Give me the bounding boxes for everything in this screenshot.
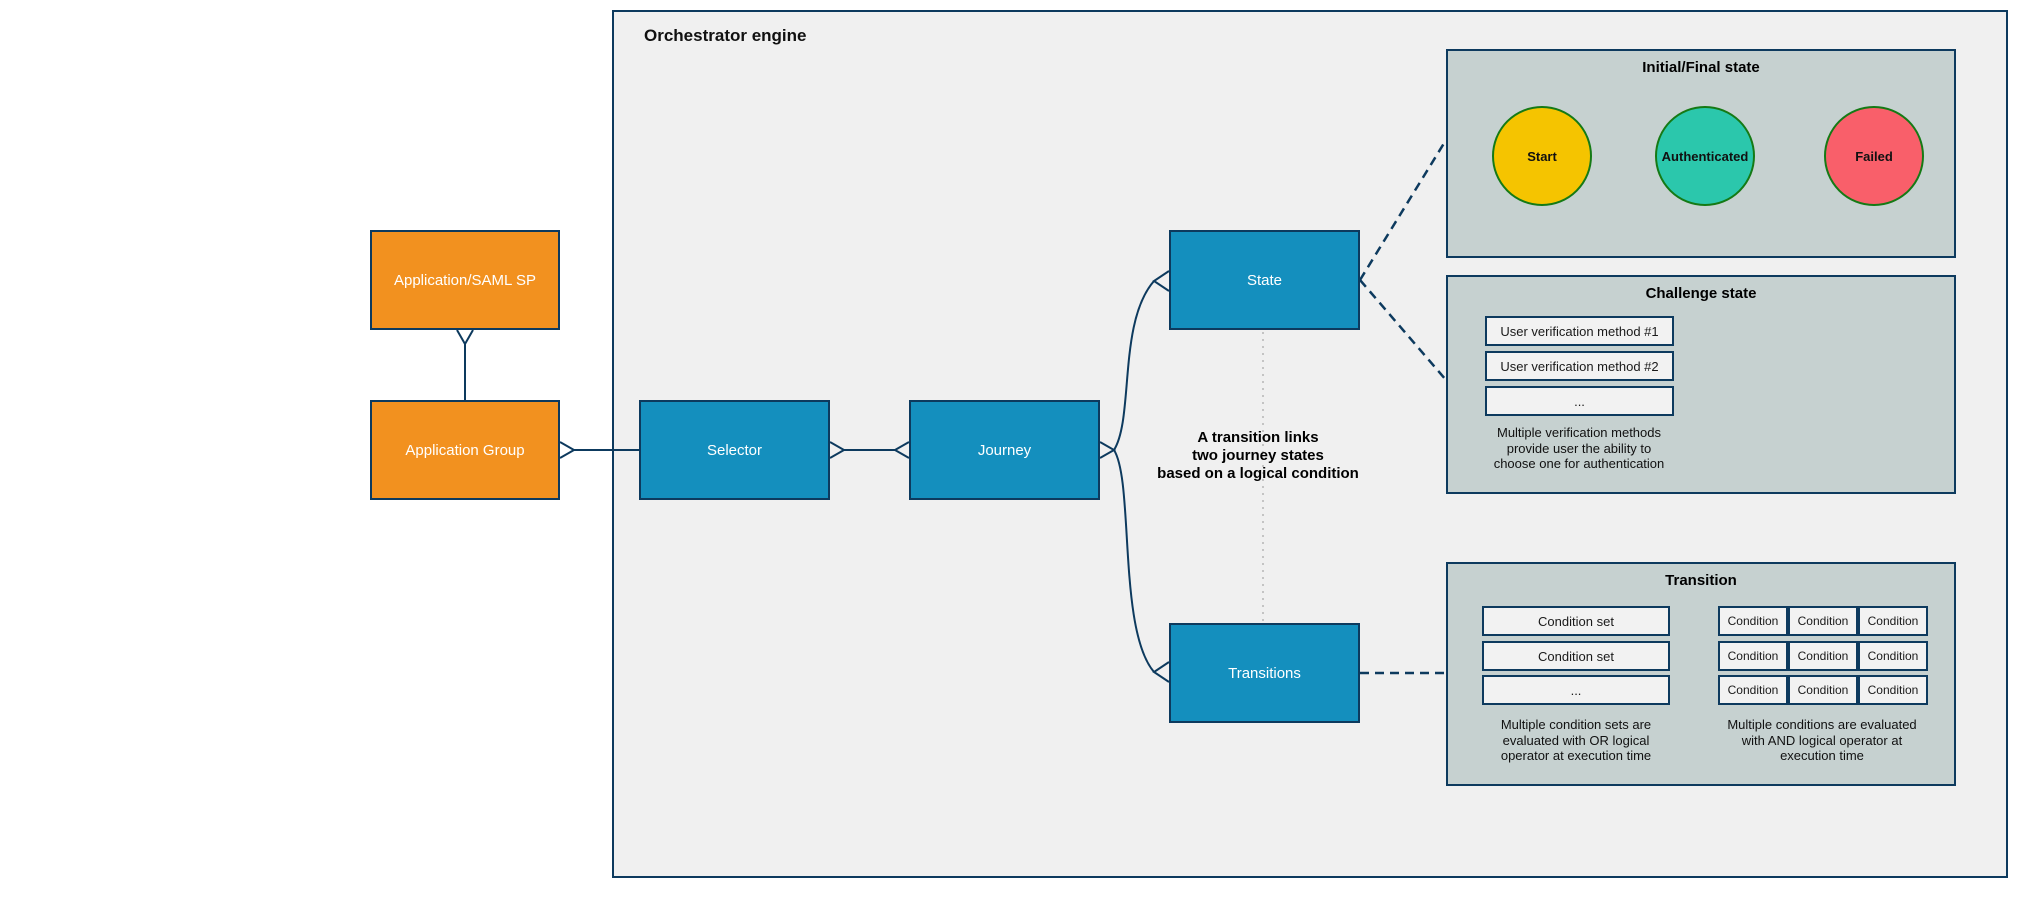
verification-method-box: User verification method #2 [1485, 351, 1674, 381]
caption-line: with AND logical operator at [1741, 732, 1903, 748]
node-application-saml-sp: Application/SAML SP [370, 230, 560, 330]
caption-line: Multiple verification methods [1496, 425, 1662, 440]
node-application-group: Application Group [370, 400, 560, 500]
arrow-journey-left [892, 441, 910, 459]
condition-grid-row: Condition Condition Condition [1718, 675, 1928, 705]
condition-cell: Condition [1718, 606, 1788, 636]
caption-line: execution time [1780, 748, 1864, 763]
transition-note: A transition links two journey states ba… [1108, 429, 1408, 483]
panel-title: Transition [1665, 572, 1737, 589]
note-line: A transition links [1197, 429, 1319, 446]
condition-set-box: ... [1482, 675, 1670, 705]
condition-grid-row: Condition Condition Condition [1718, 606, 1928, 636]
challenge-caption: Multiple verification methods provide us… [1464, 425, 1694, 472]
arrow-selector [829, 441, 847, 459]
circle-label: Authenticated [1661, 148, 1749, 164]
node-transitions: Transitions [1169, 623, 1360, 723]
arrow-appgroup [559, 441, 577, 459]
caption-line: operator at execution time [1500, 748, 1652, 763]
verification-method-box: User verification method #1 [1485, 316, 1674, 346]
node-label: Application Group [405, 441, 525, 459]
note-line: two journey states [1192, 447, 1324, 464]
panel-title: Challenge state [1645, 285, 1757, 302]
node-journey: Journey [909, 400, 1100, 500]
verification-method-box: ... [1485, 386, 1674, 416]
condition-cell: Condition [1858, 675, 1928, 705]
node-label: Journey [977, 441, 1032, 459]
panel-initial-final-state: Initial/Final state Start Authenticated … [1446, 49, 1956, 258]
node-selector: Selector [639, 400, 830, 500]
panel-transition: Transition Condition set Condition set .… [1446, 562, 1956, 786]
condition-cell: Condition [1718, 675, 1788, 705]
caption-line: provide user the ability to [1506, 440, 1652, 456]
caption-line: evaluated with OR logical [1502, 732, 1650, 748]
edge-journey-to-state [1113, 280, 1155, 451]
condition-set-box: Condition set [1482, 641, 1670, 671]
arrow-appsaml [456, 329, 474, 347]
caption-line: Multiple condition sets are [1500, 717, 1652, 732]
orchestrator-engine-title: Orchestrator engine [644, 26, 807, 45]
edge-state-to-initialfinal [1358, 139, 1448, 281]
condition-cell: Condition [1788, 641, 1858, 671]
arrow-transitions [1152, 661, 1170, 683]
condition-cell: Condition [1718, 641, 1788, 671]
arrow-state [1152, 270, 1170, 292]
caption-line: choose one for authentication [1493, 456, 1665, 471]
panel-challenge-state: Challenge state User verification method… [1446, 275, 1956, 494]
circle-label: Failed [1855, 148, 1893, 164]
circle-start: Start [1492, 106, 1592, 206]
condition-cell: Condition [1788, 606, 1858, 636]
caption-line: Multiple conditions are evaluated [1727, 717, 1917, 732]
edge-journey-to-transitions [1113, 449, 1155, 673]
node-label: Application/SAML SP [393, 271, 537, 289]
edge-state-to-challenge [1359, 279, 1447, 381]
or-caption: Multiple condition sets are evaluated wi… [1456, 717, 1696, 764]
node-state: State [1169, 230, 1360, 330]
panel-title: Initial/Final state [1642, 59, 1760, 76]
circle-authenticated: Authenticated [1655, 106, 1755, 206]
node-label: Selector [706, 441, 763, 459]
condition-grid-row: Condition Condition Condition [1718, 641, 1928, 671]
circle-label: Start [1527, 148, 1557, 164]
note-line: based on a logical condition [1157, 465, 1359, 482]
node-label: Transitions [1228, 664, 1301, 682]
node-label: State [1246, 271, 1283, 289]
condition-cell: Condition [1858, 606, 1928, 636]
condition-cell: Condition [1788, 675, 1858, 705]
circle-failed: Failed [1824, 106, 1924, 206]
condition-set-box: Condition set [1482, 606, 1670, 636]
condition-cell: Condition [1858, 641, 1928, 671]
and-caption: Multiple conditions are evaluated with A… [1702, 717, 1942, 764]
